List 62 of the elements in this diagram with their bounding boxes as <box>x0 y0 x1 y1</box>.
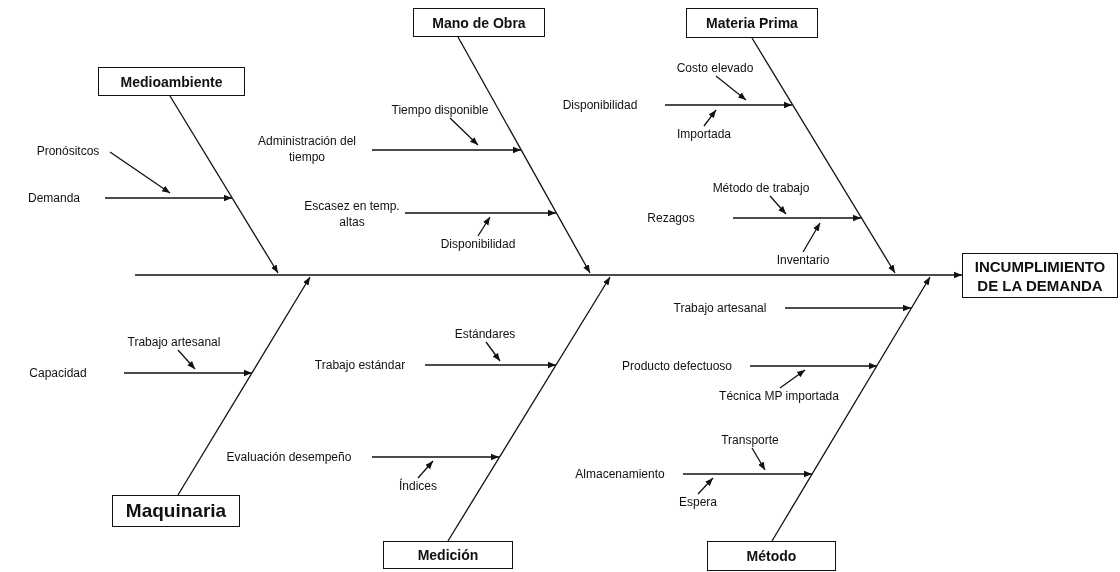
cause-label: Importada <box>668 126 740 142</box>
cause-label: Tiempo disponible <box>385 102 495 118</box>
arrow <box>779 369 806 389</box>
cause-label: Índices <box>392 478 444 494</box>
arrow <box>404 209 557 217</box>
arrow <box>697 477 714 495</box>
cause-label: Disponibilidad <box>550 97 650 113</box>
arrow <box>771 276 931 542</box>
category-box: Maquinaria <box>112 495 240 527</box>
cause-label: Trabajo estándar <box>300 357 420 373</box>
cause-label: Técnica MP importada <box>706 388 852 404</box>
arrow <box>109 151 171 194</box>
cause-label: Transporte <box>712 432 788 448</box>
arrow <box>485 341 501 362</box>
cause-label: Demanda <box>18 190 90 206</box>
arrow <box>449 117 479 146</box>
arrow <box>169 95 279 274</box>
arrow <box>751 447 766 471</box>
arrow <box>769 195 787 215</box>
arrow <box>784 304 912 312</box>
cause-label: Administración del tiempo <box>240 132 374 166</box>
cause-label: Evaluación desempeño <box>208 449 370 465</box>
arrow <box>664 101 793 109</box>
cause-label: Inventario <box>770 252 836 268</box>
cause-label: Espera <box>672 494 724 510</box>
cause-label: Almacenamiento <box>562 466 678 482</box>
arrow <box>417 460 434 479</box>
arrow <box>749 362 878 370</box>
arrow <box>751 37 896 274</box>
arrow <box>477 216 491 237</box>
category-box: Materia Prima <box>686 8 818 38</box>
arrow <box>715 75 747 101</box>
arrow <box>447 276 611 542</box>
effect-box: INCUMPLIMIENTO DE LA DEMANDA <box>962 253 1118 298</box>
cause-label: Rezagos <box>636 210 706 226</box>
arrow <box>371 146 522 154</box>
cause-label: Disponibilidad <box>432 236 524 252</box>
cause-label: Escasez en temp. altas <box>300 197 404 231</box>
arrow <box>177 349 196 370</box>
arrow <box>703 109 717 127</box>
arrow <box>732 214 862 222</box>
cause-label: Método de trabajo <box>706 180 816 196</box>
arrow <box>123 369 253 377</box>
category-box: Mano de Obra <box>413 8 545 37</box>
category-box: Medición <box>383 541 513 569</box>
cause-label: Producto defectuoso <box>605 358 749 374</box>
category-box: Medioambiente <box>98 67 245 96</box>
cause-label: Trabajo artesanal <box>658 300 782 316</box>
arrow <box>134 271 963 279</box>
cause-label: Estándares <box>446 326 524 342</box>
cause-label: Trabajo artesanal <box>124 334 224 350</box>
cause-label: Costo elevado <box>674 60 756 76</box>
cause-label: Pronósitcos <box>30 143 106 159</box>
arrow <box>371 453 500 461</box>
arrow <box>177 276 311 496</box>
arrow <box>424 361 557 369</box>
cause-label: Capacidad <box>20 365 96 381</box>
arrow <box>457 36 591 274</box>
arrow <box>104 194 233 202</box>
category-box: Método <box>707 541 836 571</box>
arrow <box>802 222 821 253</box>
arrow <box>682 470 813 478</box>
